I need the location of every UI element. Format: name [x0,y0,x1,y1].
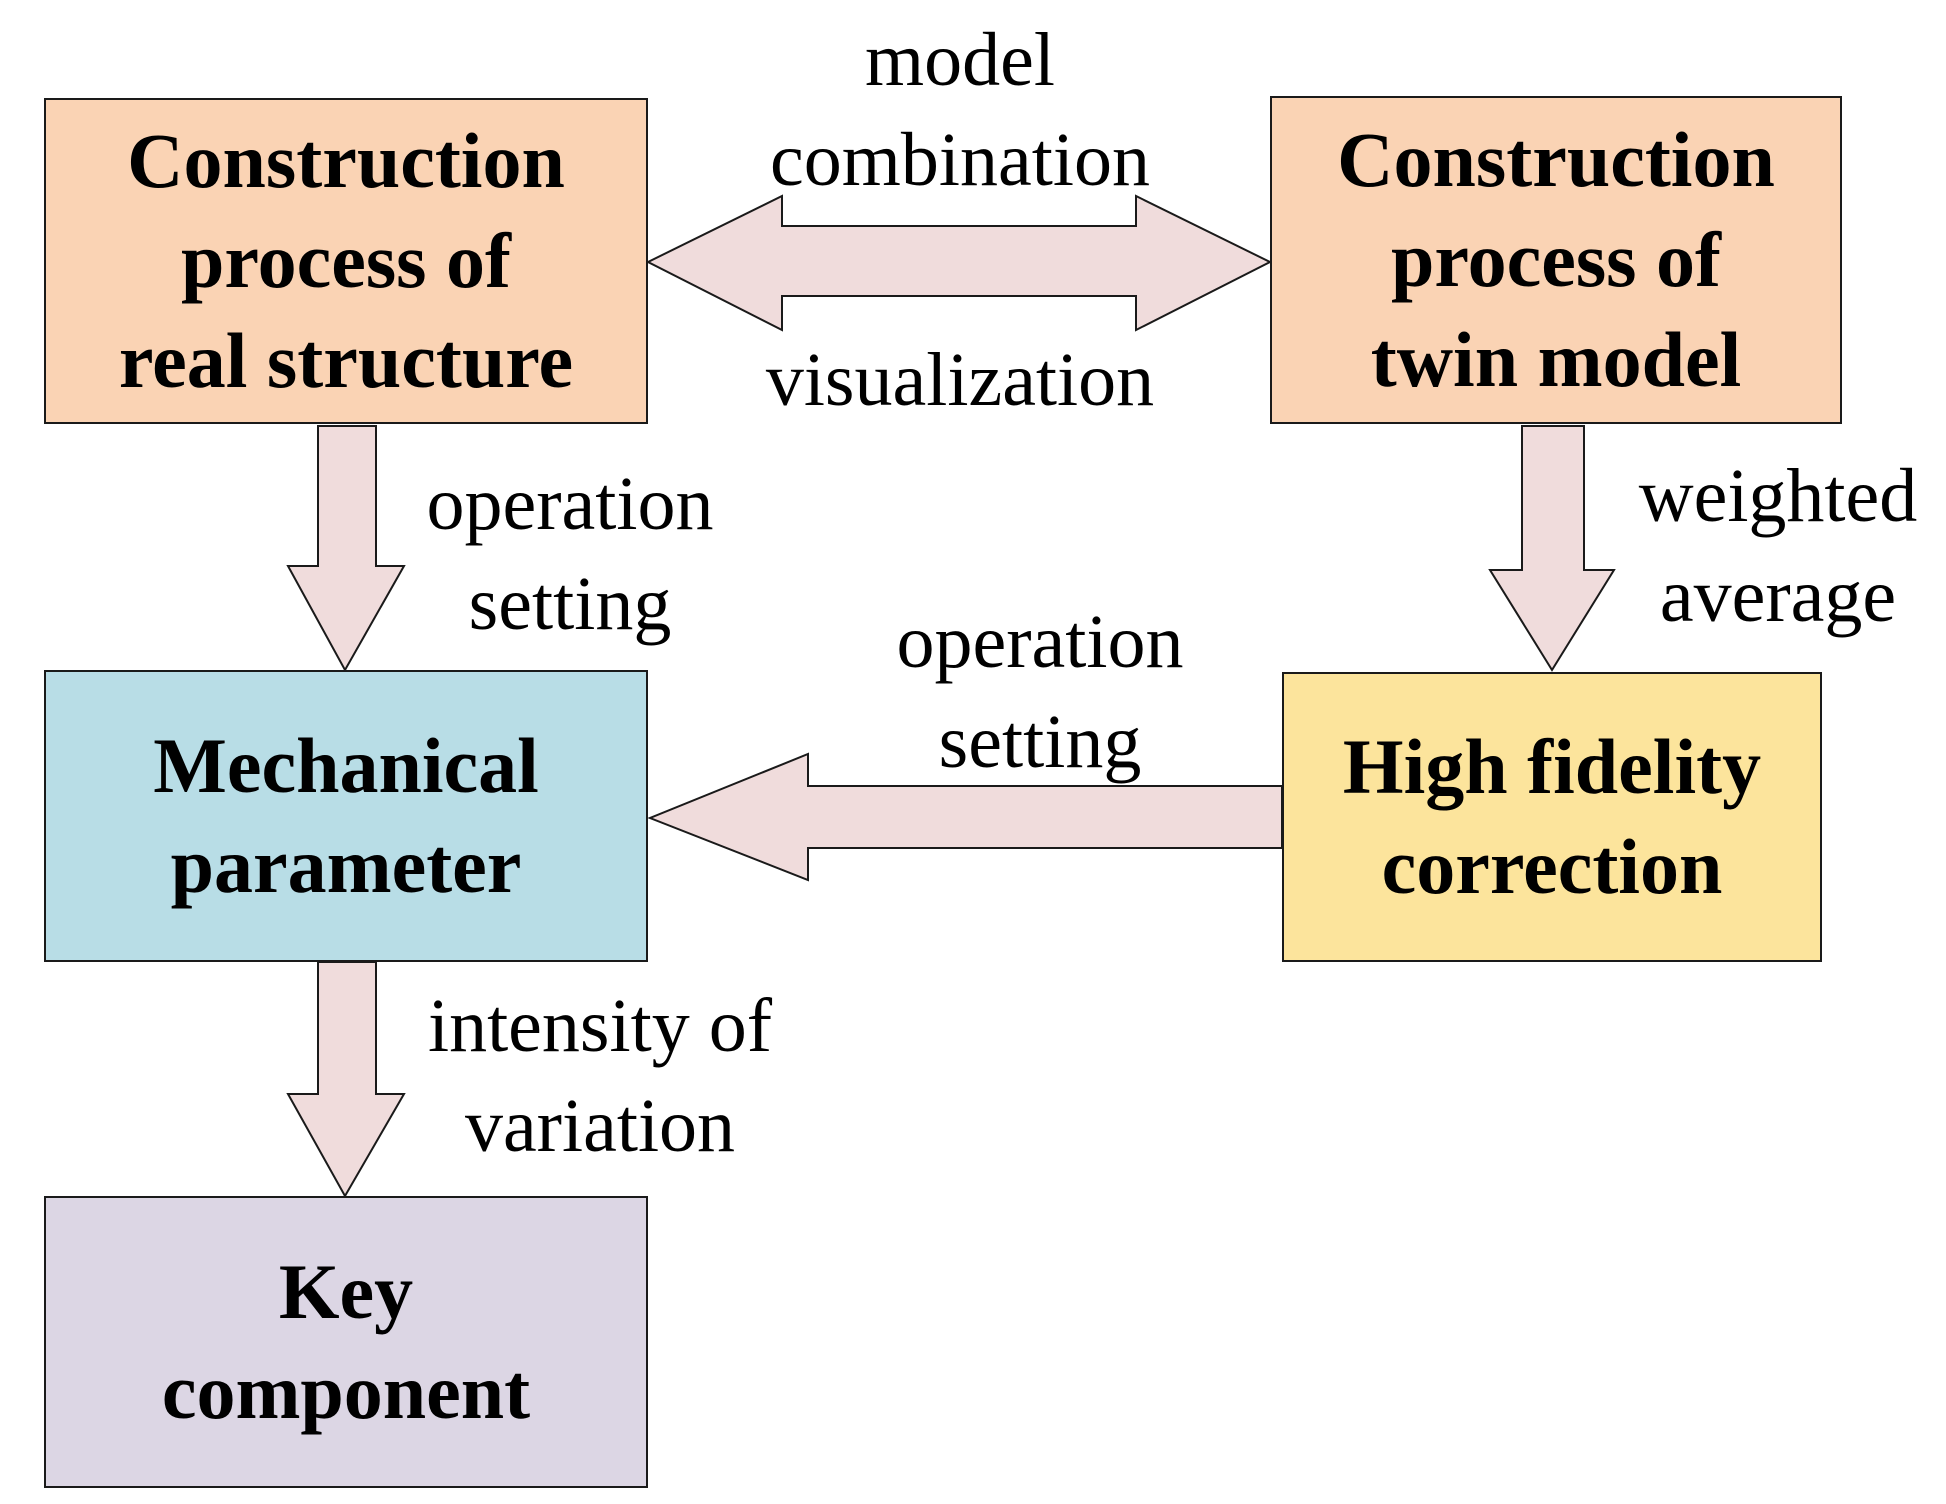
arrow-twin-to-fidelity [1488,425,1616,672]
edge-label-line: setting [938,700,1142,784]
edge-label-line: variation [464,1084,736,1168]
node-line: real structure [118,317,574,404]
edge-label-line: setting [468,562,672,646]
arrow-fidelity-to-mechanical [647,752,1283,882]
edge-label-model-combination: model combination [700,10,1220,210]
node-line: Key [278,1248,414,1335]
node-line: High fidelity [1342,723,1762,810]
node-line: process of [1390,216,1721,303]
edge-label-line: visualization [765,338,1155,422]
node-real-structure: Construction process of real structure [44,98,648,424]
node-line: process of [180,217,511,304]
node-key-component: Key component [44,1196,648,1488]
edge-label-line: combination [770,118,1150,202]
edge-label-operation-setting-middle: operation setting [860,592,1220,792]
node-line: parameter [170,822,522,909]
edge-label-line: weighted [1638,454,1918,538]
edge-label-line: average [1659,554,1897,638]
edge-label-line: operation [426,462,714,546]
edge-label-weighted-average: weighted average [1610,446,1946,646]
node-high-fidelity-correction: High fidelity correction [1282,672,1822,962]
node-line: Mechanical [153,722,539,809]
node-line: twin model [1370,316,1742,403]
arrow-real-to-mechanical [286,425,406,673]
node-line: correction [1381,823,1723,910]
node-mechanical-parameter: Mechanical parameter [44,670,648,962]
node-line: component [161,1348,531,1435]
edge-label-line: intensity of [427,984,773,1068]
edge-label-visualization: visualization [700,330,1220,430]
node-line: Construction [127,117,565,204]
edge-label-line: operation [896,600,1184,684]
double-arrow-model-combination-visualization [645,194,1273,332]
arrow-mechanical-to-key [286,961,406,1199]
edge-label-line: model [865,18,1055,102]
node-twin-model: Construction process of twin model [1270,96,1842,424]
edge-label-intensity-of-variation: intensity of variation [390,976,810,1176]
edge-label-operation-setting-left: operation setting [390,454,750,654]
node-line: Construction [1337,116,1775,203]
